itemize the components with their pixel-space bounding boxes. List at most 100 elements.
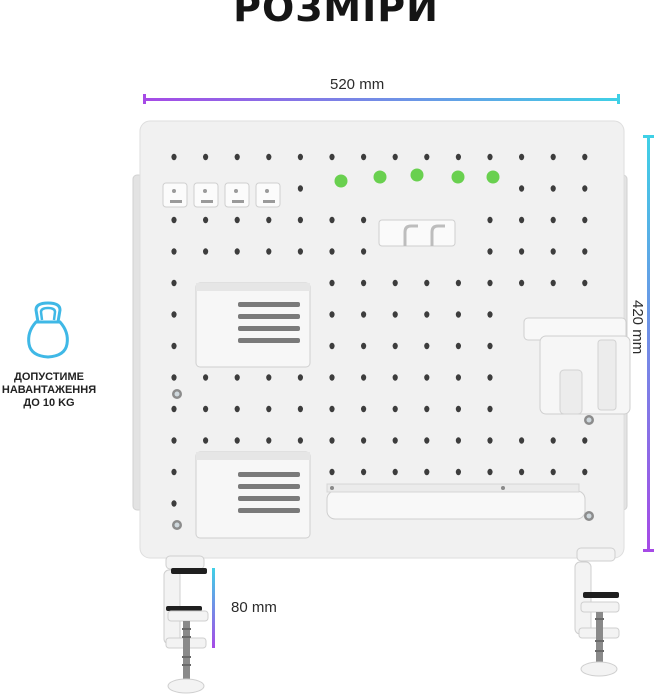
peg-hole xyxy=(424,342,430,350)
peg-hole xyxy=(329,374,335,381)
peg-hole xyxy=(297,374,303,381)
clamp-dimension-line xyxy=(212,568,215,648)
peg-hole xyxy=(392,374,398,381)
peg-hole xyxy=(519,248,525,255)
peg-hole xyxy=(171,279,177,287)
peg-hole xyxy=(519,279,525,287)
peg-hole xyxy=(329,248,335,255)
peg-hole xyxy=(297,405,303,413)
desk-clamp-right xyxy=(574,547,620,677)
peg-hole xyxy=(519,216,525,224)
peg-hole xyxy=(582,185,588,192)
peg-hole xyxy=(582,279,588,287)
peg-hole xyxy=(487,216,493,224)
peg-hole xyxy=(487,279,493,287)
width-dimension-line xyxy=(143,94,620,104)
peg-hole xyxy=(329,153,335,161)
peg-hole xyxy=(550,185,556,192)
peg-hole xyxy=(266,248,272,255)
peg-hole xyxy=(487,153,493,161)
peg-hole xyxy=(487,311,493,318)
cup-holder xyxy=(523,317,631,415)
peg-hole xyxy=(487,342,493,350)
peg-hole xyxy=(266,437,272,444)
green-hooks xyxy=(334,168,500,188)
peg-hole xyxy=(266,216,272,224)
peg-hole xyxy=(171,468,177,476)
peg-hole xyxy=(487,468,493,476)
peg-hole xyxy=(234,374,240,381)
peg-hole xyxy=(266,374,272,381)
peg-hole xyxy=(550,468,556,476)
peg-hole xyxy=(550,437,556,444)
peg-hole xyxy=(361,468,367,476)
peg-hole xyxy=(550,153,556,161)
peg-hole xyxy=(234,216,240,224)
mounting-screws xyxy=(172,389,594,530)
peg-hole xyxy=(203,405,209,413)
small-hooks-row xyxy=(162,182,281,208)
peg-hole xyxy=(519,437,525,444)
load-capacity-line1: ДОПУСТИМЕ xyxy=(14,371,84,383)
load-capacity-line3: ДО 10 KG xyxy=(23,397,75,409)
peg-hole xyxy=(361,216,367,224)
peg-hole xyxy=(203,153,209,161)
peg-hole xyxy=(297,153,303,161)
peg-hole xyxy=(392,311,398,318)
peg-hole xyxy=(171,500,177,507)
peg-hole xyxy=(266,405,272,413)
peg-hole xyxy=(392,468,398,476)
page-title: РОЗМІРИ xyxy=(233,0,439,30)
peg-hole xyxy=(424,374,430,381)
height-dimension-line xyxy=(643,135,654,552)
peg-hole xyxy=(424,468,430,476)
peg-hole xyxy=(582,248,588,255)
peg-hole xyxy=(329,342,335,350)
peg-hole xyxy=(455,311,461,318)
peg-hole xyxy=(266,153,272,161)
peg-hole xyxy=(582,468,588,476)
peg-hole xyxy=(392,437,398,444)
peg-hole xyxy=(582,437,588,444)
peg-hole xyxy=(455,279,461,287)
peg-hole xyxy=(329,216,335,224)
peg-hole xyxy=(519,468,525,476)
peg-hole xyxy=(171,342,177,350)
peg-hole xyxy=(171,311,177,318)
peg-hole xyxy=(297,185,303,192)
storage-box-lower xyxy=(195,451,311,539)
storage-box-upper xyxy=(195,282,311,368)
peg-hole xyxy=(519,185,525,192)
peg-hole xyxy=(203,437,209,444)
peg-hole xyxy=(550,216,556,224)
peg-hole xyxy=(361,437,367,444)
peg-hole xyxy=(455,468,461,476)
peg-hole xyxy=(361,153,367,161)
peg-hole xyxy=(297,437,303,444)
width-label: 520 mm xyxy=(330,76,385,93)
peg-hole xyxy=(455,437,461,444)
peg-hole xyxy=(361,279,367,287)
peg-hole xyxy=(519,153,525,161)
peg-hole xyxy=(171,405,177,413)
peg-hole xyxy=(487,374,493,381)
peg-hole xyxy=(171,248,177,255)
peg-hole xyxy=(329,437,335,444)
peg-hole xyxy=(487,248,493,255)
peg-hole xyxy=(329,279,335,287)
peg-hole xyxy=(234,405,240,413)
peg-hole xyxy=(171,374,177,381)
peg-hole xyxy=(582,216,588,224)
load-capacity-text: ДОПУСТИМЕ НАВАНТАЖЕННЯ ДО 10 KG xyxy=(0,371,98,410)
peg-hole xyxy=(234,248,240,255)
peg-hole xyxy=(455,405,461,413)
height-label: 420 mm xyxy=(629,300,646,355)
peg-hole xyxy=(582,153,588,161)
peg-hole xyxy=(424,437,430,444)
peg-hole xyxy=(424,405,430,413)
peg-hole xyxy=(234,153,240,161)
peg-hole xyxy=(424,153,430,161)
peg-hole xyxy=(203,374,209,381)
peg-hole xyxy=(455,153,461,161)
